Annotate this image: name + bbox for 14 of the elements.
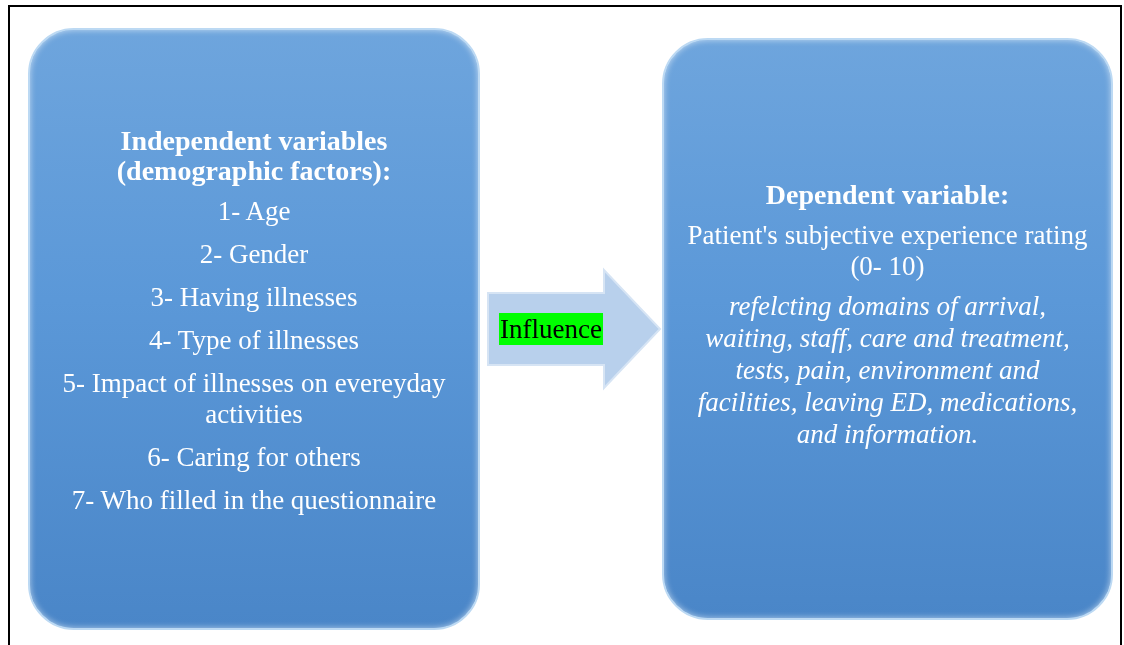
list-item: 2- Gender bbox=[199, 239, 309, 270]
heading: Independent variables (demographic factors): bbox=[115, 126, 393, 186]
list-item: 5- Impact of illnesses on evereyday activities bbox=[61, 368, 447, 430]
body-text: Patient's subjective experience rating (0- 10) bbox=[686, 220, 1089, 282]
rounded-box bbox=[662, 38, 1113, 620]
list-item: 6- Caring for others bbox=[147, 442, 361, 473]
list-item: 7- Who filled in the questionnaire bbox=[71, 485, 437, 516]
list-item: 3- Having illnesses bbox=[150, 282, 358, 313]
list-item: 4- Type of illnesses bbox=[149, 325, 359, 356]
heading: Dependent variable: bbox=[765, 180, 1010, 210]
list-item: 1- Age bbox=[217, 196, 291, 227]
description-text: refelcting domains of arrival, waiting, staff, care and treatment, tests, pain, environment and facilities, leaving ED, medications, and information. bbox=[696, 290, 1079, 450]
edge-label: Influence bbox=[499, 313, 603, 345]
rounded-box bbox=[28, 28, 480, 630]
